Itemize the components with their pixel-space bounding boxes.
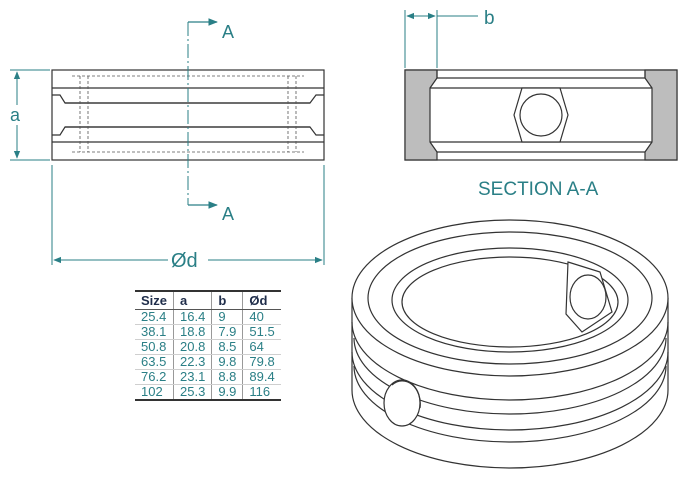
cell-b: 8.5 <box>211 339 244 355</box>
cell-a: 23.1 <box>173 369 213 385</box>
cell-d: 89.4 <box>242 369 281 385</box>
cell-a: 25.3 <box>173 384 213 401</box>
cell-size: 25.4 <box>135 309 175 325</box>
section-marker-bottom: A <box>222 204 234 224</box>
table-header-row: Size a b Ød <box>135 291 281 310</box>
dimension-d <box>51 165 325 265</box>
cell-size: 102 <box>135 384 175 401</box>
table-row: 50.8 20.8 8.5 64 <box>135 339 281 355</box>
section-title: SECTION A-A <box>478 179 599 200</box>
section-marker-top: A <box>222 22 234 42</box>
cell-size: 76.2 <box>135 369 175 385</box>
table-row: 38.1 18.8 7.9 51.5 <box>135 324 281 340</box>
cell-d: 40 <box>242 309 281 325</box>
cell-b: 7.9 <box>211 324 244 340</box>
section-view <box>404 69 678 161</box>
cell-a: 18.8 <box>173 324 213 340</box>
header-a: a <box>173 291 213 310</box>
cell-b: 8.8 <box>211 369 244 385</box>
cell-b: 9 <box>211 309 244 325</box>
cell-d: 51.5 <box>242 324 281 340</box>
dim-b-label: b <box>484 8 495 29</box>
cell-size: 50.8 <box>135 339 175 355</box>
cell-b: 9.8 <box>211 354 244 370</box>
header-b: b <box>211 291 244 310</box>
header-d: Ød <box>242 291 281 310</box>
cell-d: 64 <box>242 339 281 355</box>
dim-d-label: Ød <box>171 250 198 272</box>
dimension-a <box>10 69 50 161</box>
cell-a: 20.8 <box>173 339 213 355</box>
dimension-b <box>404 10 478 68</box>
cell-size: 63.5 <box>135 354 175 370</box>
section-line <box>187 18 218 209</box>
table-row: 102 25.3 9.9 116 <box>135 384 281 401</box>
cell-a: 22.3 <box>173 354 213 370</box>
table-row: 63.5 22.3 9.8 79.8 <box>135 354 281 370</box>
dim-a-label: a <box>10 105 21 125</box>
cell-size: 38.1 <box>135 324 175 340</box>
cell-a: 16.4 <box>173 309 213 325</box>
cell-d: 79.8 <box>242 354 281 370</box>
isometric-view <box>351 219 669 469</box>
dimension-table: Size a b Ød 25.4 16.4 9 40 38.1 18.8 7.9… <box>135 290 281 401</box>
table-row: 76.2 23.1 8.8 89.4 <box>135 369 281 385</box>
cell-b: 9.9 <box>211 384 244 401</box>
table-row: 25.4 16.4 9 40 <box>135 309 281 325</box>
header-size: Size <box>135 291 175 310</box>
cell-d: 116 <box>242 384 281 401</box>
